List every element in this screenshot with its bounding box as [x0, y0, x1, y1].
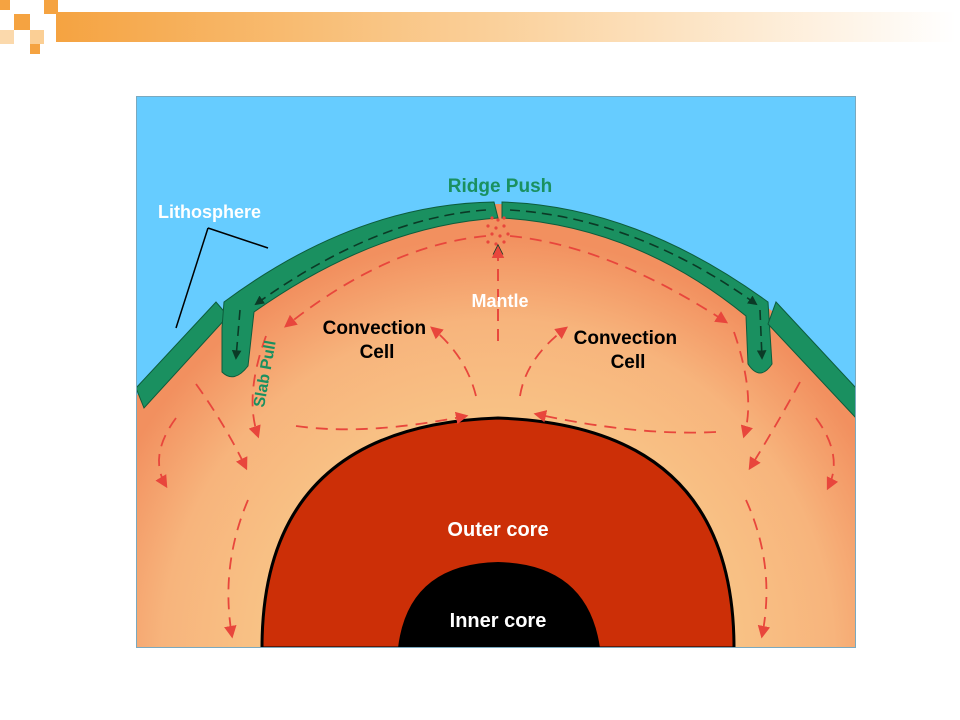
deco-square: [44, 0, 58, 14]
deco-square: [30, 44, 40, 54]
label-convection-cell-right-line1: Convection: [574, 328, 677, 349]
label-mantle: Mantle: [471, 291, 528, 311]
deco-square: [0, 0, 10, 10]
label-ridge-push: Ridge Push: [448, 176, 553, 197]
deco-square: [30, 30, 44, 44]
lithosphere-right-plate: [767, 301, 856, 419]
label-convection-cell-left-line2: Cell: [360, 342, 395, 363]
outer-core: [260, 416, 736, 648]
label-convection-cell-left: Convection Cell: [323, 318, 432, 363]
deco-square: [14, 14, 30, 30]
plate-motion-arrows: [231, 209, 767, 360]
convection-arrows: [155, 235, 839, 639]
label-lithosphere: Lithosphere: [158, 202, 261, 222]
label-convection-cell-right: Convection Cell: [574, 328, 683, 373]
header-gradient-bar: [56, 12, 956, 42]
deco-square: [0, 30, 14, 44]
figure-frame: [136, 96, 856, 648]
lithosphere-pointer-lines: [175, 227, 269, 329]
lithosphere-right-arc: [501, 201, 773, 374]
label-outer-core: Outer core: [447, 519, 548, 541]
slide-header-decoration: [0, 0, 960, 56]
label-convection-cell-right-line2: Cell: [611, 352, 646, 373]
ridge-upwelling-dots: [486, 216, 510, 246]
plate-tectonics-diagram: Ridge Push Lithosphere Mantle Slab Pull …: [136, 96, 856, 648]
inner-core: [398, 562, 600, 648]
label-inner-core: Inner core: [450, 610, 547, 632]
label-convection-cell-left-line1: Convection: [323, 318, 426, 339]
